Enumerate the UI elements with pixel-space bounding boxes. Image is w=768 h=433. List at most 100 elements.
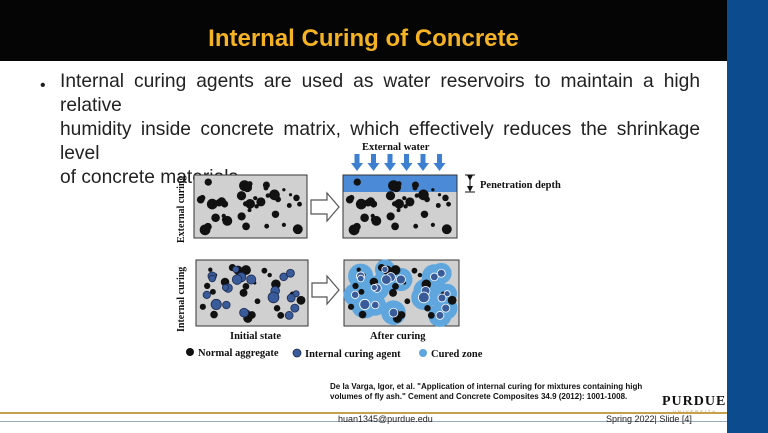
citation-line: De la Varga, Igor, et al. "Application o… <box>330 382 643 391</box>
aggregate-particle <box>246 181 253 188</box>
aggregate-particle <box>391 222 399 231</box>
process-arrow-bottom <box>311 274 340 306</box>
curing-agent-particle <box>286 268 295 278</box>
initial-state-label: Initial state <box>230 331 281 342</box>
curing-agent-particle <box>437 293 447 303</box>
aggregate-particle <box>345 195 354 204</box>
aggregate-particle <box>435 203 441 208</box>
aggregate-particle <box>354 226 360 232</box>
aggregate-particle <box>208 267 213 272</box>
aggregate-particle <box>242 222 250 231</box>
aggregate-particle <box>206 198 218 210</box>
aggregate-particle <box>405 197 415 207</box>
aggregate-particle <box>412 185 418 191</box>
curing-agent-particle <box>351 290 360 299</box>
particles-external-initial <box>196 178 303 236</box>
aggregate-particle <box>286 203 292 208</box>
curing-agent-particle <box>430 272 439 282</box>
aggregate-particle <box>413 223 419 229</box>
particles-internal-after <box>343 259 458 328</box>
aggregate-particle <box>371 215 382 226</box>
curing-agent-particle <box>284 311 294 320</box>
curing-agent-particle <box>202 290 211 299</box>
aggregate-particle <box>254 204 259 209</box>
aggregate-particle <box>411 267 418 274</box>
curing-agent-particle <box>435 311 445 320</box>
curing-agent-particle <box>395 274 406 285</box>
aggregate-particle <box>205 226 211 232</box>
aggregate-particle <box>271 210 280 219</box>
aggregate-particle <box>420 210 429 219</box>
curing-agent-particle <box>357 274 365 283</box>
aggregate-particle <box>277 311 285 319</box>
footer-divider <box>0 421 727 422</box>
water-arrow-icon <box>384 154 396 171</box>
aggregate-particle <box>358 310 367 319</box>
aggregate-particle <box>196 195 205 204</box>
aggregate-particle <box>267 272 272 278</box>
aggregate-particle <box>204 282 211 290</box>
aggregate-particle <box>404 298 411 305</box>
curing-agent-particle <box>221 284 229 291</box>
aggregate-particle <box>273 304 281 312</box>
curing-agent-particle <box>286 293 296 303</box>
aggregate-particle <box>282 188 286 192</box>
curing-agent-particle <box>418 291 430 304</box>
title-bar <box>0 0 727 61</box>
row-label-external: External curing <box>176 176 187 244</box>
aggregate-particle <box>392 282 399 290</box>
aggregate-particle <box>241 265 251 275</box>
water-arrow-icon <box>367 154 380 171</box>
aggregate-particle <box>403 204 408 209</box>
aggregate-particle <box>385 191 396 201</box>
purdue-logo-sub: UNIVERSITY <box>673 409 717 414</box>
citation-line: volumes of fly ash." Cement and Concrete… <box>330 392 628 401</box>
curing-agent-particle <box>388 307 399 318</box>
aggregate-particle <box>269 189 280 201</box>
curing-agent-particle <box>370 284 378 291</box>
curing-agent-particle <box>436 268 446 278</box>
aggregate-particle <box>431 188 435 192</box>
aggregate-particle <box>265 193 271 198</box>
water-arrow-icon <box>400 154 413 171</box>
aggregate-particle <box>418 189 429 201</box>
aggregate-particle <box>209 288 216 295</box>
aggregate-particle <box>237 212 246 221</box>
curing-agent-particle <box>443 290 451 298</box>
footer-email: huan1345@purdue.edu <box>338 414 433 424</box>
curing-agent-particle <box>222 300 231 310</box>
aggregate-particle <box>256 197 266 207</box>
aggregate-particle <box>366 197 375 206</box>
legend-aggregate-icon <box>186 348 194 356</box>
aggregate-particle <box>356 267 361 272</box>
aggregate-particle <box>254 298 261 305</box>
aggregate-particle <box>446 201 451 207</box>
aggregate-particle <box>427 311 435 319</box>
aggregate-particle <box>199 303 206 310</box>
aggregate-particle <box>394 198 404 209</box>
after-curing-label: After curing <box>370 331 426 342</box>
water-arrow-icon <box>433 154 446 171</box>
bullet-line: Internal curing agents are used as water… <box>60 71 700 116</box>
aggregate-particle <box>263 185 269 191</box>
aggregate-particle <box>395 181 402 188</box>
curing-agent-particle <box>359 298 371 310</box>
purdue-logo: PURDUE <box>662 394 727 409</box>
legend-agent-label: Internal curing agent <box>305 349 401 360</box>
curing-agent-particle <box>381 274 392 285</box>
curing-agent-particle <box>232 265 240 273</box>
curing-agent-particle <box>239 307 249 318</box>
bullet-icon: • <box>40 77 46 94</box>
legend-cured-icon <box>419 349 427 357</box>
aggregate-particle <box>210 310 218 319</box>
aggregate-particle <box>253 196 258 201</box>
curing-agent-particle <box>231 274 243 285</box>
process-arrow-top <box>310 191 340 223</box>
aggregate-particle <box>390 265 401 275</box>
particles-internal-initial <box>199 263 306 323</box>
legend-agent-icon <box>292 348 302 358</box>
water-arrow-icon <box>351 154 363 171</box>
bullet-line: humidity inside concrete matrix, which e… <box>60 119 700 164</box>
curing-agent-particle <box>441 303 451 313</box>
aggregate-particle <box>424 304 431 312</box>
